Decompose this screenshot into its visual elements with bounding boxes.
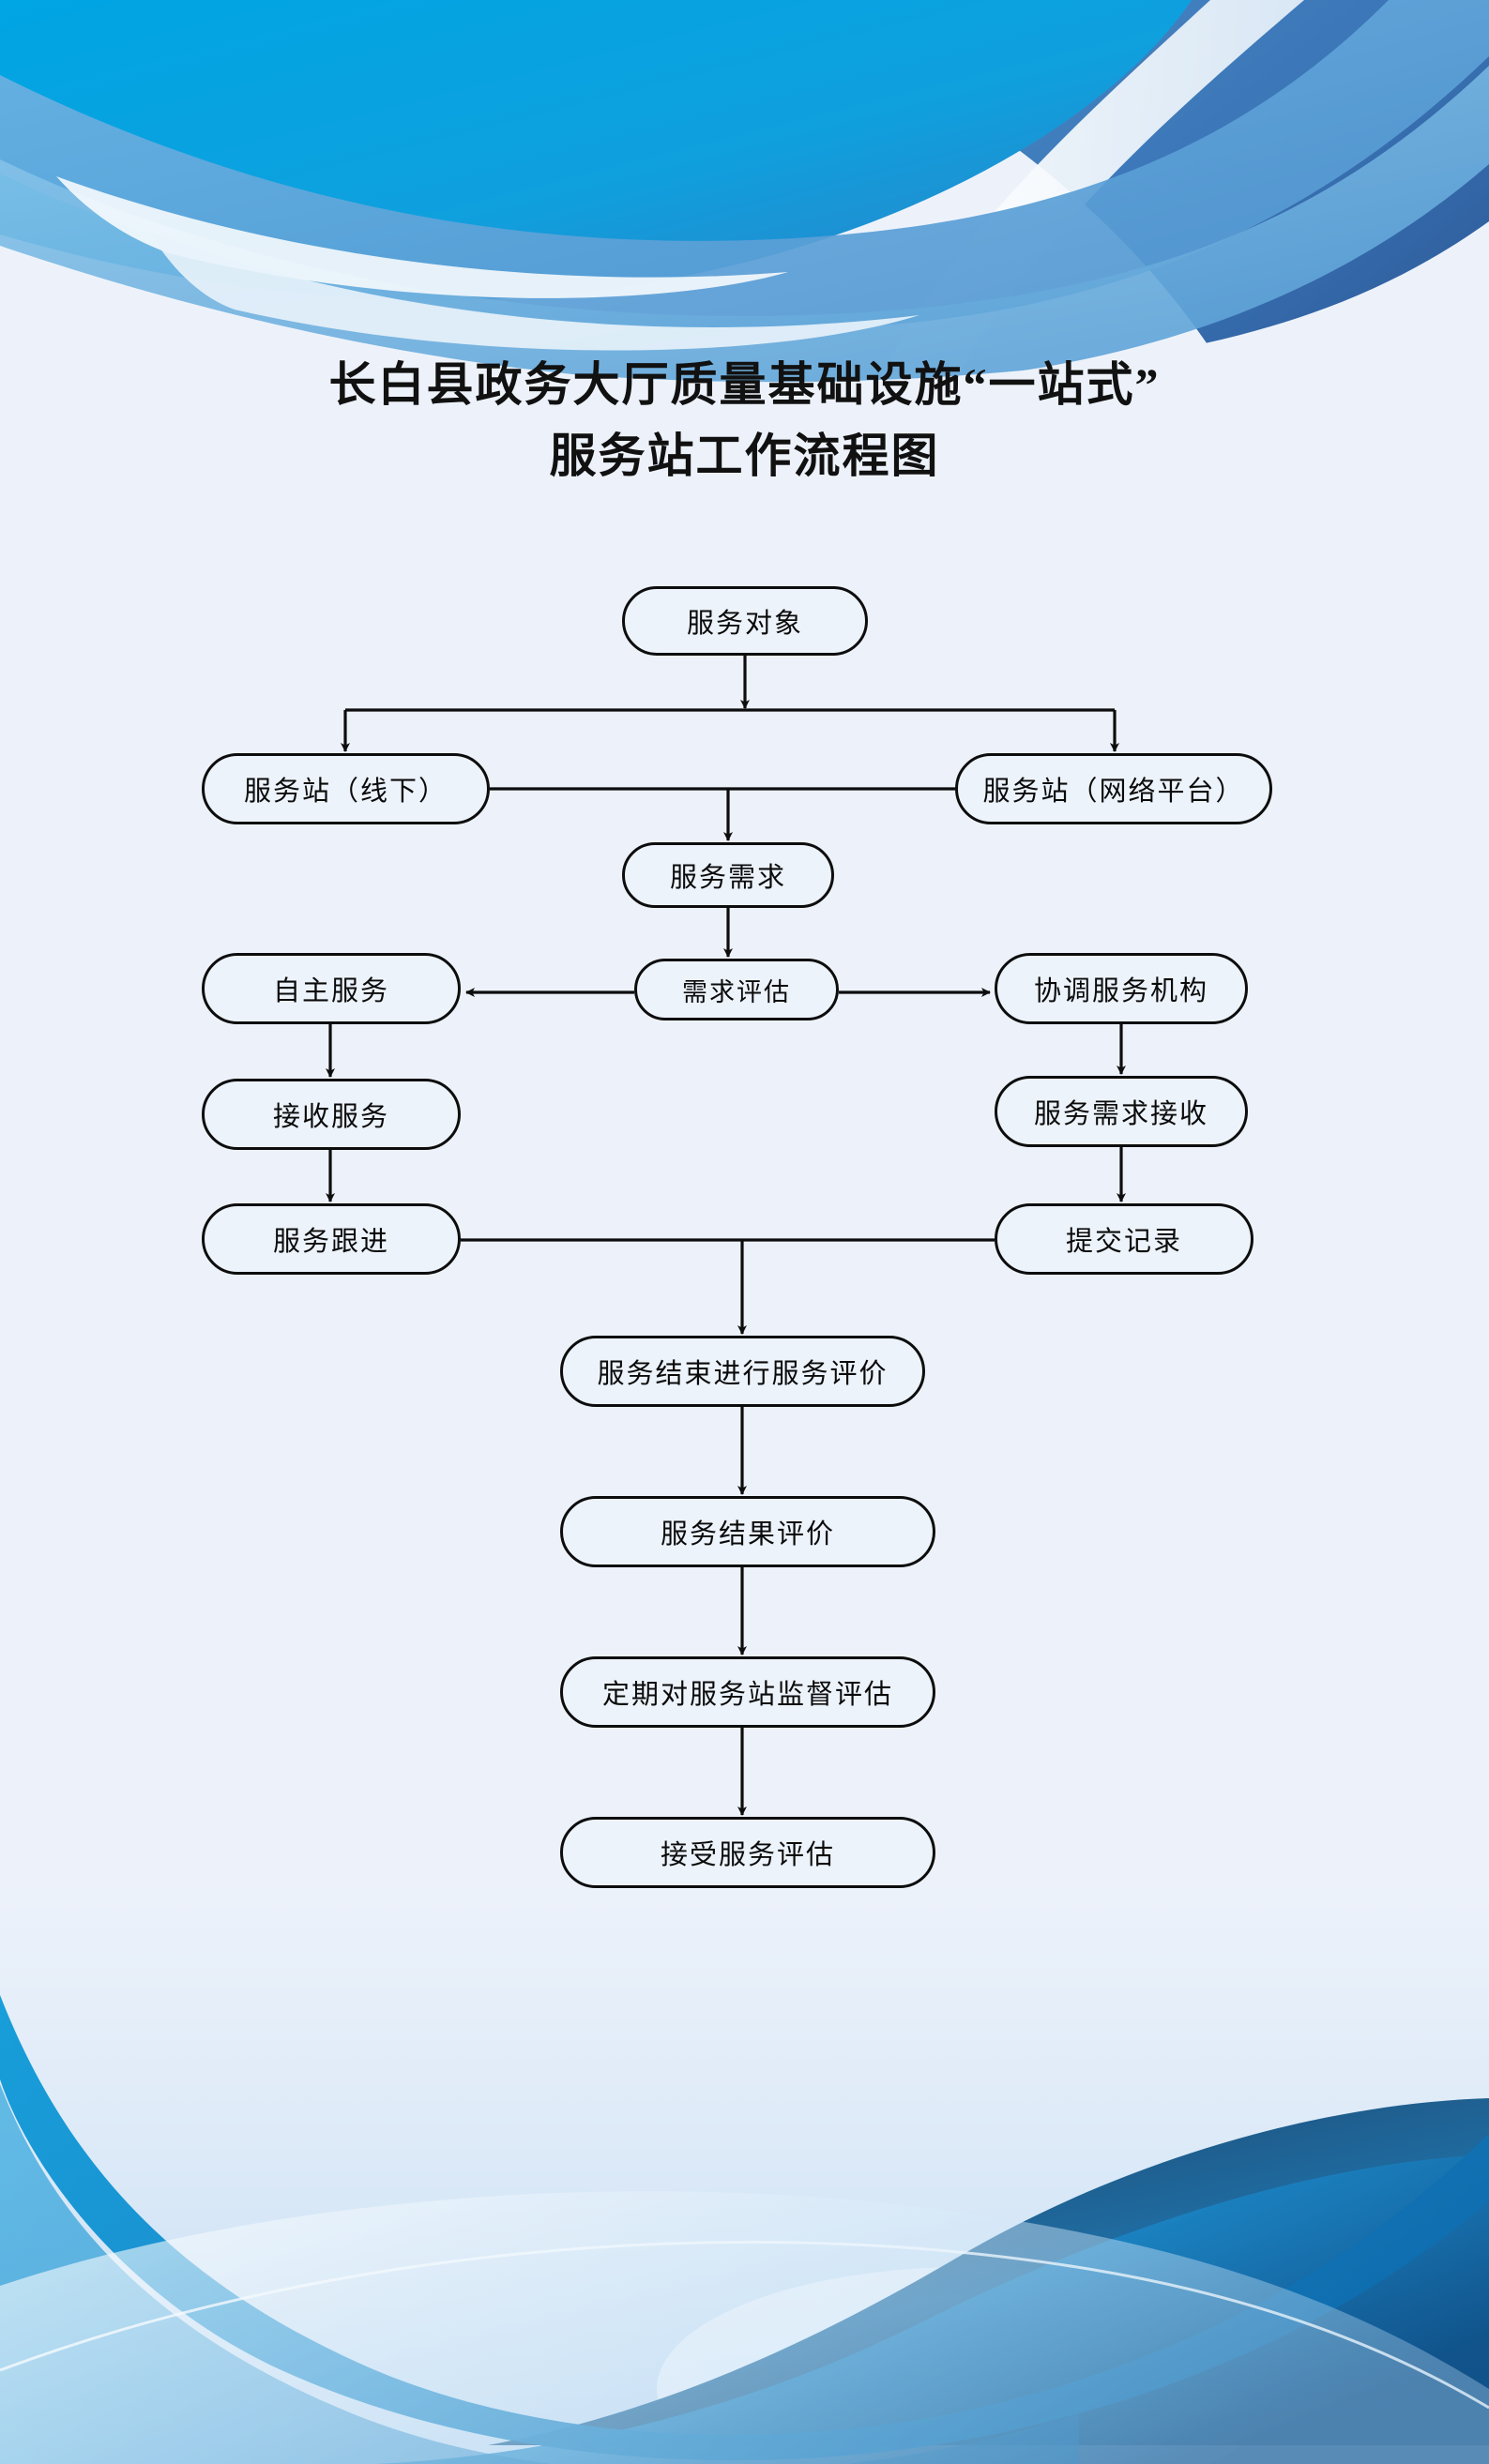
flow-node-service-demand-reception[interactable]: 服务需求接收 (995, 1076, 1248, 1147)
flow-node-coordinate-service-agency[interactable]: 协调服务机构 (995, 953, 1248, 1024)
flow-node-accept-service-evaluation[interactable]: 接受服务评估 (560, 1817, 935, 1888)
flow-node-self-service[interactable]: 自主服务 (202, 953, 461, 1024)
flow-node-service-followup[interactable]: 服务跟进 (202, 1203, 461, 1275)
flow-node-service-station-offline[interactable]: 服务站（线下） (202, 753, 490, 824)
flow-node-service-target[interactable]: 服务对象 (622, 586, 868, 656)
flow-node-service-demand[interactable]: 服务需求 (622, 842, 834, 908)
page-title-line-1: 长白县政务大厅质量基础设施“一站式” (328, 358, 1161, 411)
flow-node-service-station-online[interactable]: 服务站（网络平台） (955, 753, 1272, 824)
page-title: 长白县政务大厅质量基础设施“一站式” 服务站工作流程图 (0, 349, 1489, 491)
flow-node-service-result-evaluation[interactable]: 服务结果评价 (560, 1496, 935, 1567)
flow-node-receive-service[interactable]: 接收服务 (202, 1079, 461, 1150)
flow-node-demand-assessment[interactable]: 需求评估 (634, 959, 839, 1020)
page-title-line-2: 服务站工作流程图 (549, 430, 940, 482)
flow-node-periodic-supervision[interactable]: 定期对服务站监督评估 (560, 1656, 935, 1728)
flow-node-service-end-evaluation[interactable]: 服务结束进行服务评价 (560, 1336, 925, 1407)
flow-node-submit-record[interactable]: 提交记录 (995, 1203, 1253, 1275)
